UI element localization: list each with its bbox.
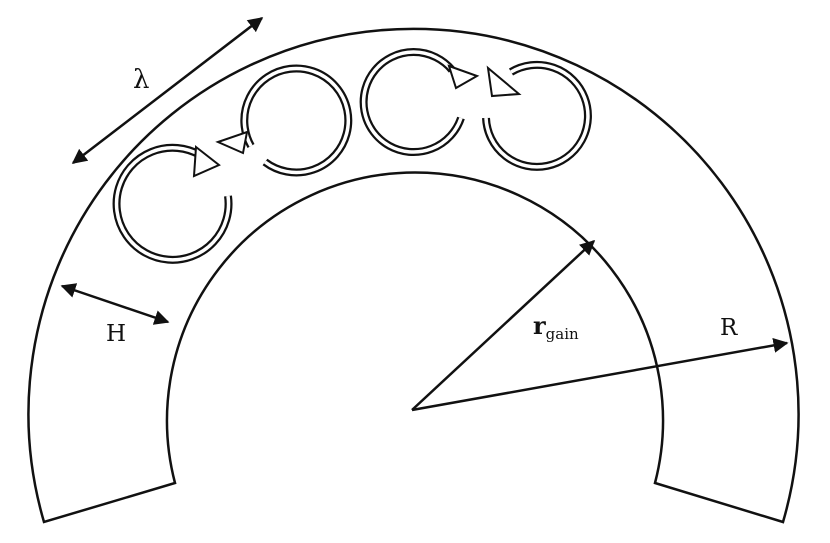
vortex-1-arrowhead <box>192 145 221 178</box>
vortex-4 <box>482 60 592 171</box>
gap-arrow <box>60 283 170 325</box>
vortex-2-arrowhead <box>215 130 249 155</box>
gain-radius-arrow <box>411 239 596 411</box>
wavelength-label: λ <box>133 65 149 95</box>
gap-label: H <box>106 321 126 347</box>
outer-radius-arrow <box>411 337 789 412</box>
vortex-3 <box>359 48 480 156</box>
gain-radius-symbol: r <box>533 311 546 340</box>
vortex-1 <box>112 143 233 264</box>
vortex-2 <box>215 64 353 177</box>
vortex-3-arrowhead <box>447 64 480 90</box>
vortex-4-arrowhead <box>486 65 522 98</box>
gain-radius-subscript: gain <box>546 325 579 343</box>
gain-radius-label: rgain <box>533 311 579 343</box>
annulus-outline <box>27 27 800 524</box>
wavelength-arrow <box>71 17 264 164</box>
outer-radius-label: R <box>720 315 738 341</box>
